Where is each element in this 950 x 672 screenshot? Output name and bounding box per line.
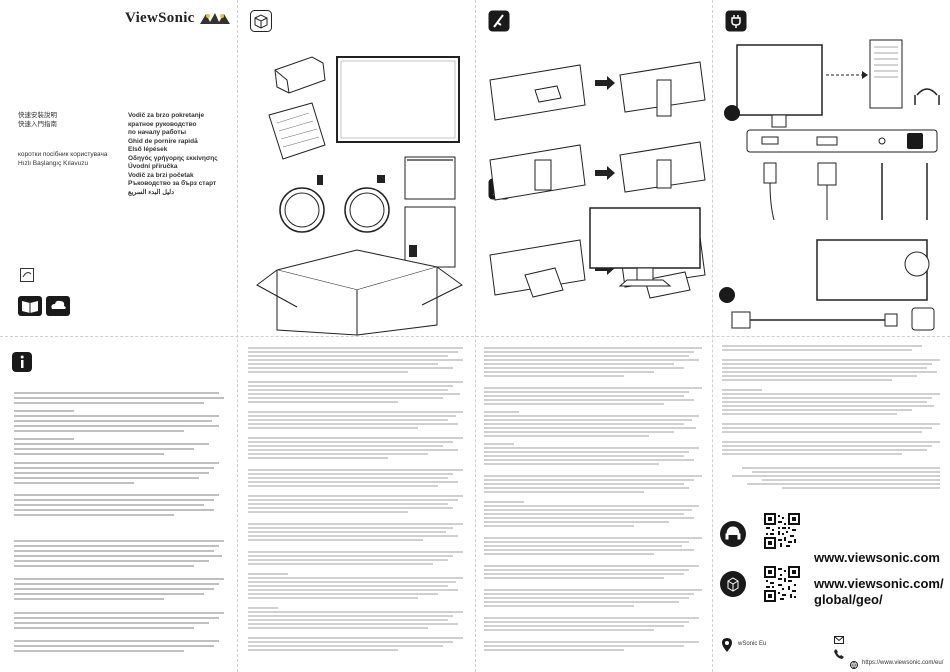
cloud-download-icon	[46, 296, 70, 316]
support-text-block	[722, 345, 940, 489]
title-line: кратное руководство	[128, 120, 197, 128]
globe-icon	[720, 571, 746, 597]
power-connection-illustration	[719, 239, 935, 331]
title-line: Úvodní příručka	[128, 163, 178, 170]
geo-url-line: www.viewsonic.com/	[814, 576, 944, 591]
title-line: коротки посібник користувача	[18, 151, 108, 158]
title-line: Hızlı Başlangıç Kılavuzu	[18, 159, 89, 167]
quick-start-right-titles: Vodič za brzo pokretanje кратное руковод…	[128, 112, 233, 197]
title-line: Vodič za brzi početak	[128, 171, 194, 179]
connection-panel	[712, 0, 950, 336]
monitor-upright-illustration	[589, 207, 701, 287]
title-line: دليل البدء السريع	[128, 188, 175, 196]
website-link[interactable]: www.viewsonic.com	[814, 550, 940, 565]
qr-code-icon	[764, 566, 800, 602]
title-line: Vodič za brzo pokretanje	[128, 112, 205, 119]
assembly-panel	[475, 0, 712, 336]
multilingual-text-column	[248, 347, 463, 651]
title-line: Első lépések	[128, 146, 168, 153]
connection-illustration	[724, 39, 940, 221]
info-panel	[0, 336, 237, 672]
package-contents-illustration	[256, 56, 463, 336]
book-download-icon	[18, 296, 42, 316]
brand-logo-text: ViewSonic	[125, 10, 195, 26]
title-line: 快速入門指南	[18, 120, 57, 128]
multilingual-text-column	[484, 347, 702, 651]
cover-panel: ViewSonic 快速安裝說明 快速入門指南 коротки посібник…	[0, 0, 237, 336]
social-handle: wSonic Eu	[738, 641, 767, 647]
energy-star-icon	[20, 268, 34, 282]
safety-text-block	[14, 392, 224, 652]
title-line: Οδηγός γρήγορης εκκίνησης	[128, 154, 218, 162]
quick-start-left-titles: 快速安裝說明 快速入門指南 коротки посібник користува…	[18, 112, 123, 168]
qr-code-icon	[764, 513, 800, 549]
headset-icon	[720, 521, 746, 547]
location-icon	[722, 638, 732, 652]
screwdriver-icon	[488, 10, 510, 32]
mail-icon	[834, 636, 844, 644]
package-panel	[237, 0, 475, 336]
title-line: 快速安裝說明	[18, 112, 57, 119]
info-icon	[12, 352, 32, 372]
phone-icon	[834, 649, 844, 659]
title-line: Ръководство за бърз старт	[128, 180, 217, 187]
support-url[interactable]: https://www.viewsonic.com/eu/	[862, 660, 944, 666]
box-icon	[250, 10, 272, 32]
title-line: Ghid de pornire rapidă	[128, 137, 198, 145]
web-globe-icon	[850, 661, 858, 670]
birds-logo-icon	[198, 10, 232, 28]
support-panel: www.viewsonic.com www.viewsonic.com/ glo…	[712, 336, 950, 672]
title-line: по началу работы	[128, 129, 187, 136]
geo-website-link[interactable]: www.viewsonic.com/ global/geo/	[814, 576, 944, 608]
assembly-steps-illustration	[489, 61, 706, 299]
power-plug-icon	[725, 10, 747, 32]
geo-url-line: global/geo/	[814, 592, 883, 607]
